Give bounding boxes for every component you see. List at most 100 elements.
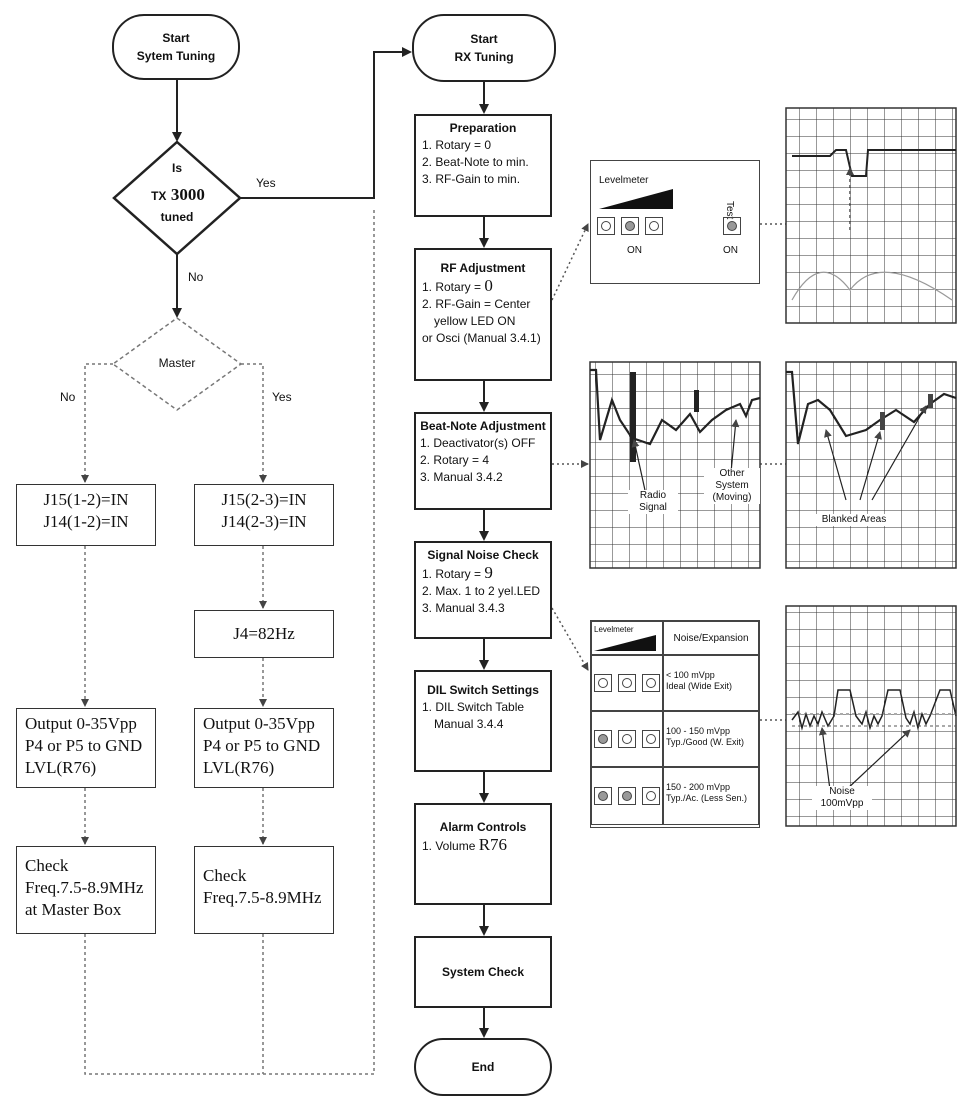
preparation-title: Preparation: [449, 121, 517, 135]
sn-step-3: 3. Manual 3.4.3: [422, 601, 505, 615]
decision-tx: TX: [151, 189, 167, 203]
table-header-noise: Noise/Expansion: [673, 632, 749, 644]
table-row-3-text: 150 - 200 mVpp Typ./Ac. (Less Sen.): [663, 767, 759, 825]
start-subtitle: RX Tuning: [454, 50, 514, 64]
beat-title: Beat-Note Adjustment: [420, 419, 546, 433]
led-on-label: ON: [627, 245, 642, 256]
row1-desc: Ideal (Wide Exit): [666, 681, 733, 691]
output-line-1: Output 0-35Vpp: [203, 714, 315, 733]
led-row: [597, 217, 663, 235]
dotted-rf-to-panel: [551, 223, 589, 301]
row1-range: < 100 mVpp: [666, 670, 715, 680]
jumper-line-2: J14(1-2)=IN: [43, 512, 129, 531]
dil-step-2: Manual 3.4.4: [434, 717, 504, 731]
levelmeter-label: Levelmeter: [599, 175, 649, 186]
rf-adjustment-box: RF Adjustment 1. Rotary = 0 2. RF-Gain =…: [414, 248, 552, 381]
decision-yes-label: Yes: [256, 176, 276, 190]
oscilloscope-grid-1: [785, 107, 957, 324]
signal-label: Signal: [639, 502, 667, 513]
jumper-line-2: J14(2-3)=IN: [221, 512, 307, 531]
led-on-icon: [594, 787, 612, 805]
master-yes-label: Yes: [272, 390, 292, 404]
led-off-icon: [642, 674, 660, 692]
system-check-title: System Check: [441, 964, 525, 979]
rf-title: RF Adjustment: [440, 261, 526, 275]
output-line-3: LVL(R76): [203, 758, 275, 777]
output-line-3: LVL(R76): [25, 758, 97, 777]
preparation-step-2: 2. Beat-Note to min.: [422, 155, 529, 169]
decision-label-is: Is: [171, 161, 182, 175]
check-line-3: at Master Box: [25, 900, 122, 919]
end-terminal: End: [414, 1038, 552, 1096]
alarm-step-text: 1. Volume: [422, 839, 479, 853]
master-diamond: [111, 317, 243, 411]
rf-step-4: or Osci (Manual 3.4.1): [422, 331, 541, 345]
output-line-1: Output 0-35Vpp: [25, 714, 137, 733]
table-row-2-leds: [591, 711, 663, 767]
start-system-tuning: Start Sytem Tuning: [112, 14, 240, 80]
output-box-master-no: Output 0-35Vpp P4 or P5 to GND LVL(R76): [16, 708, 156, 788]
row3-desc: Typ./Ac. (Less Sen.): [666, 793, 748, 803]
alarm-title: Alarm Controls: [439, 820, 527, 834]
beat-step-3: 3. Manual 3.4.2: [420, 470, 503, 484]
start-subtitle: Sytem Tuning: [136, 49, 216, 63]
arrow-master-yes: [241, 363, 267, 483]
other-system-label: Other System (Moving): [704, 468, 760, 504]
system-check-box: System Check: [414, 936, 552, 1008]
oscilloscope-grid-3: [785, 361, 957, 569]
sn-step-2: 2. Max. 1 to 2 yel.LED: [422, 584, 541, 598]
check-line-2: Freq.7.5-8.9MHz: [203, 888, 322, 907]
system-label: System: [715, 480, 749, 491]
dil-title: DIL Switch Settings: [427, 683, 539, 697]
led-off-icon: [618, 730, 636, 748]
sn-step-1-text: 1. Rotary =: [422, 567, 485, 581]
output-line-2: P4 or P5 to GND: [203, 736, 321, 755]
master-label: Master: [158, 356, 196, 370]
oscilloscope-grid-2: [589, 361, 761, 569]
jumper-box-master-yes: J15(2-3)=IN J14(2-3)=IN: [194, 484, 334, 546]
decision-no-label: No: [188, 270, 204, 284]
led-off-icon: [642, 730, 660, 748]
preparation-step-1: 1. Rotary = 0: [422, 138, 492, 152]
led-off-icon: [597, 217, 615, 235]
check-line-1: Check: [203, 866, 247, 885]
alarm-step-value: R76: [478, 835, 508, 854]
table-row-2-text: 100 - 150 mVpp Typ./Good (W. Exit): [663, 711, 759, 767]
table-row-1-text: < 100 mVpp Ideal (Wide Exit): [663, 655, 759, 711]
table-levelmeter-label: Levelmeter: [594, 625, 634, 634]
led-off-icon: [642, 787, 660, 805]
signal-noise-title: Signal Noise Check: [427, 548, 539, 562]
led-off-icon: [594, 674, 612, 692]
preparation-step-3: 3. RF-Gain to min.: [422, 172, 521, 186]
beat-step-1: 1. Deactivator(s) OFF: [420, 436, 536, 450]
rf-step-2: 2. RF-Gain = Center: [422, 297, 531, 311]
j4-box: J4=82Hz: [194, 610, 334, 658]
test-led-icon: [723, 217, 741, 235]
signal-noise-box: Signal Noise Check 1. Rotary = 9 2. Max.…: [414, 541, 552, 639]
moving-label: (Moving): [712, 492, 752, 503]
decision-label-tx: TX 3000: [118, 185, 238, 205]
alarm-controls-box: Alarm Controls 1. Volume R76: [414, 803, 552, 905]
decision-number: 3000: [170, 185, 205, 204]
start-rx-tuning: Start RX Tuning: [412, 14, 556, 82]
table-row-3-leds: [591, 767, 663, 825]
noise-expansion-table: Levelmeter Noise/Expansion < 100 mVpp Id…: [590, 620, 760, 828]
dil-switch-box: DIL Switch Settings 1. DIL Switch Table …: [414, 670, 552, 772]
check-box-master-no: Check Freq.7.5-8.9MHz at Master Box: [16, 846, 156, 934]
sn-step-1: 1. Rotary = 9: [422, 564, 544, 583]
noise-value: 100mVpp: [820, 798, 864, 809]
preparation-box: Preparation 1. Rotary = 0 2. Beat-Note t…: [414, 114, 552, 217]
return-line: [84, 210, 375, 1075]
jumper-line-1: J15(2-3)=IN: [221, 490, 307, 509]
end-label: End: [471, 1060, 495, 1074]
sn-step-1-value: 9: [484, 563, 493, 582]
test-on-label: ON: [723, 245, 738, 256]
table-row-1-leds: [591, 655, 663, 711]
decision-label-tuned: tuned: [160, 210, 194, 224]
row2-desc: Typ./Good (W. Exit): [666, 737, 745, 747]
radio-signal-label: Radio Signal: [628, 490, 678, 514]
start-label: Start: [162, 31, 190, 45]
led-off-icon: [618, 674, 636, 692]
noise-text: Noise: [829, 786, 855, 797]
dotted-sn-to-table: [551, 607, 589, 671]
